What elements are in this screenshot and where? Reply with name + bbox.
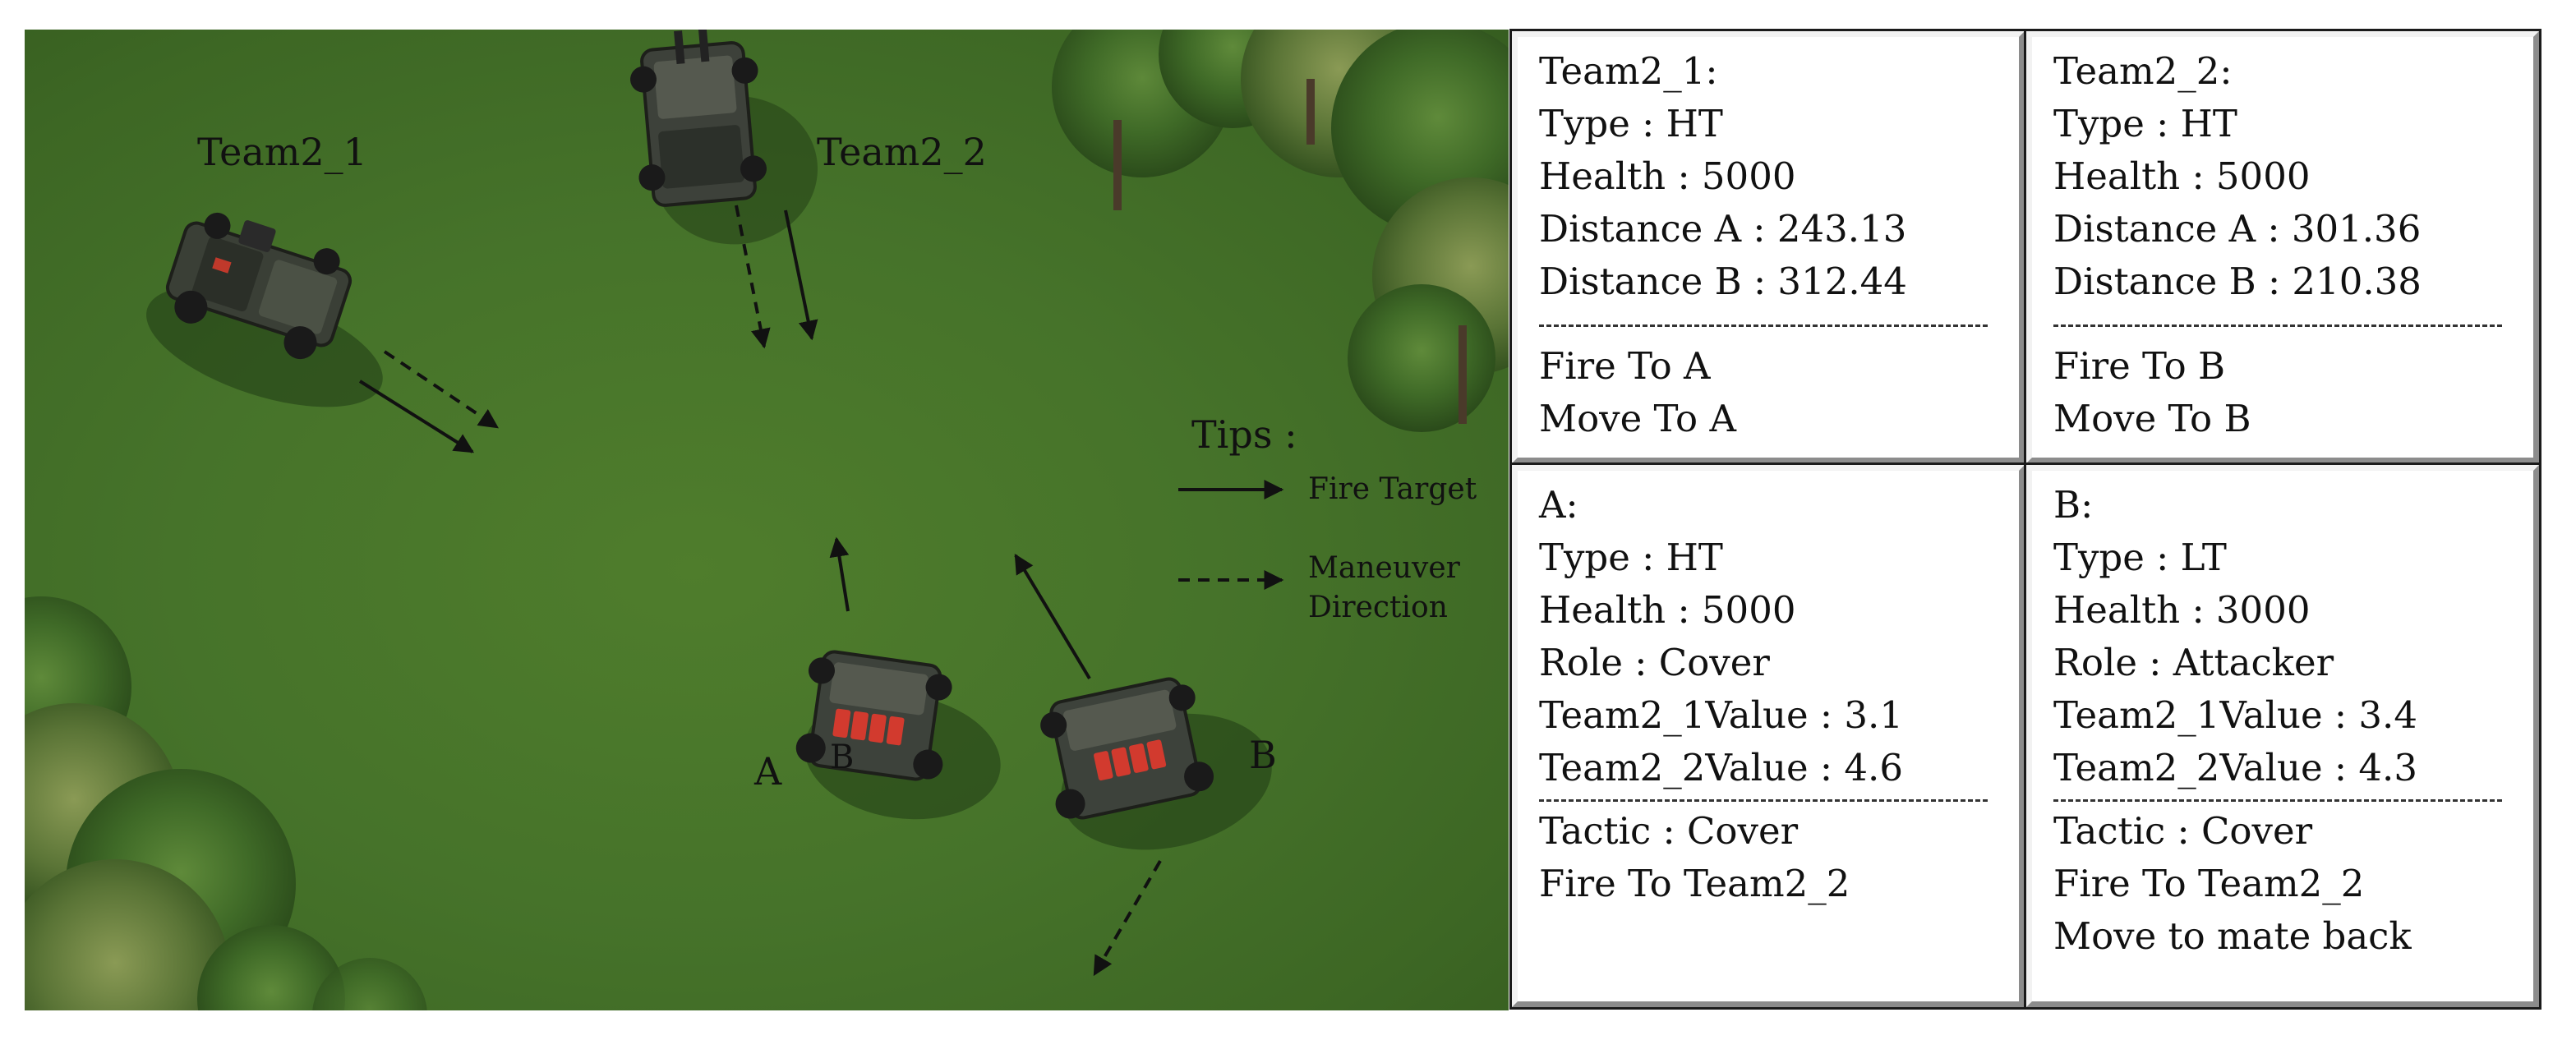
panel-separator (1539, 799, 1988, 802)
arrow-group (358, 205, 1284, 977)
panel-team2-1-value: Team2_1Value : 3.1 (1539, 693, 1903, 737)
fire-arrow-team2-1 (358, 380, 475, 453)
vehicle-b[interactable] (1035, 661, 1284, 869)
panel-distance-a: Distance A : 301.36 (2053, 207, 2422, 251)
panel-action-fire: Fire To B (2053, 344, 2226, 388)
game-map-canvas (25, 30, 1509, 1010)
panel-header: Team2_2: (2053, 49, 2233, 93)
maneuver-arrow-team2-2 (735, 205, 771, 349)
panel-action-move: Move To A (1539, 397, 1736, 440)
panel-action-fire: Fire To A (1539, 344, 1711, 388)
panel-tactic: Tactic : Cover (2053, 809, 2313, 853)
legend-maneuver-line2: Direction (1308, 591, 1448, 624)
panel-type: Type : HT (1539, 102, 1723, 145)
panel-distance-b: Distance B : 312.44 (1539, 260, 1907, 303)
vehicle-team2-1[interactable] (132, 199, 417, 431)
info-panel-a: A: Type : HT Health : 5000 Role : Cover … (1509, 462, 2027, 1010)
info-panel-b: B: Type : LT Health : 3000 Role : Attack… (2024, 462, 2541, 1010)
panel-role: Role : Cover (1539, 641, 1770, 684)
vehicle-team2-2[interactable] (626, 30, 823, 252)
label-team2-2: Team2_2 (817, 130, 987, 174)
panel-type: Type : LT (2053, 536, 2227, 579)
panel-action-fire: Fire To Team2_2 (2053, 862, 2365, 905)
panel-team2-1-value: Team2_1Value : 3.4 (2053, 693, 2417, 737)
panel-separator (1539, 324, 1988, 327)
panel-action-move: Move To B (2053, 397, 2251, 440)
panel-health: Health : 5000 (1539, 154, 1796, 198)
tree-cluster-bottom-left (25, 596, 427, 1010)
panel-separator (2053, 324, 2502, 327)
info-panel-team2-1: Team2_1: Type : HT Health : 5000 Distanc… (1509, 29, 2027, 466)
panel-team2-2-value: Team2_2Value : 4.3 (2053, 746, 2417, 789)
panel-distance-a: Distance A : 243.13 (1539, 207, 1907, 251)
panel-health: Health : 5000 (2053, 154, 2311, 198)
legend-fire-target: Fire Target (1308, 472, 1477, 506)
panel-header: Team2_1: (1539, 49, 1718, 93)
vehicle-a[interactable] (788, 648, 1013, 831)
panel-separator (2053, 799, 2502, 802)
tree-cluster-top-right (1052, 30, 1509, 432)
fire-arrow-a (829, 536, 850, 612)
panel-role: Role : Attacker (2053, 641, 2334, 684)
maneuver-arrow-team2-1 (383, 350, 499, 429)
panel-health: Health : 5000 (1539, 588, 1796, 632)
label-team2-1: Team2_1 (197, 130, 367, 174)
panel-team2-2-value: Team2_2Value : 4.6 (1539, 746, 1903, 789)
info-panel-team2-2: Team2_2: Type : HT Health : 5000 Distanc… (2024, 29, 2541, 466)
panel-header: A: (1539, 483, 1578, 527)
panel-header: B: (2053, 483, 2094, 527)
panel-type: Type : HT (1539, 536, 1723, 579)
panel-tactic: Tactic : Cover (1539, 809, 1799, 853)
label-unit-b: B (1249, 733, 1277, 777)
panel-health: Health : 3000 (2053, 588, 2311, 632)
label-unit-b-small: B (830, 739, 855, 776)
fire-arrow-b (1014, 553, 1091, 680)
label-unit-a: A (754, 749, 782, 794)
panel-action-move: Move to mate back (2053, 914, 2412, 958)
fire-arrow-team2-2 (784, 209, 818, 341)
game-map-view: Team2_1 Team2_2 A B B Tips : Fire Target… (25, 30, 1509, 1010)
panel-action-fire: Fire To Team2_2 (1539, 862, 1850, 905)
maneuver-arrow-b (1093, 859, 1162, 977)
legend-maneuver-line1: Maneuver (1308, 551, 1460, 585)
legend-title: Tips : (1191, 412, 1297, 457)
panel-type: Type : HT (2053, 102, 2237, 145)
panel-distance-b: Distance B : 210.38 (2053, 260, 2422, 303)
